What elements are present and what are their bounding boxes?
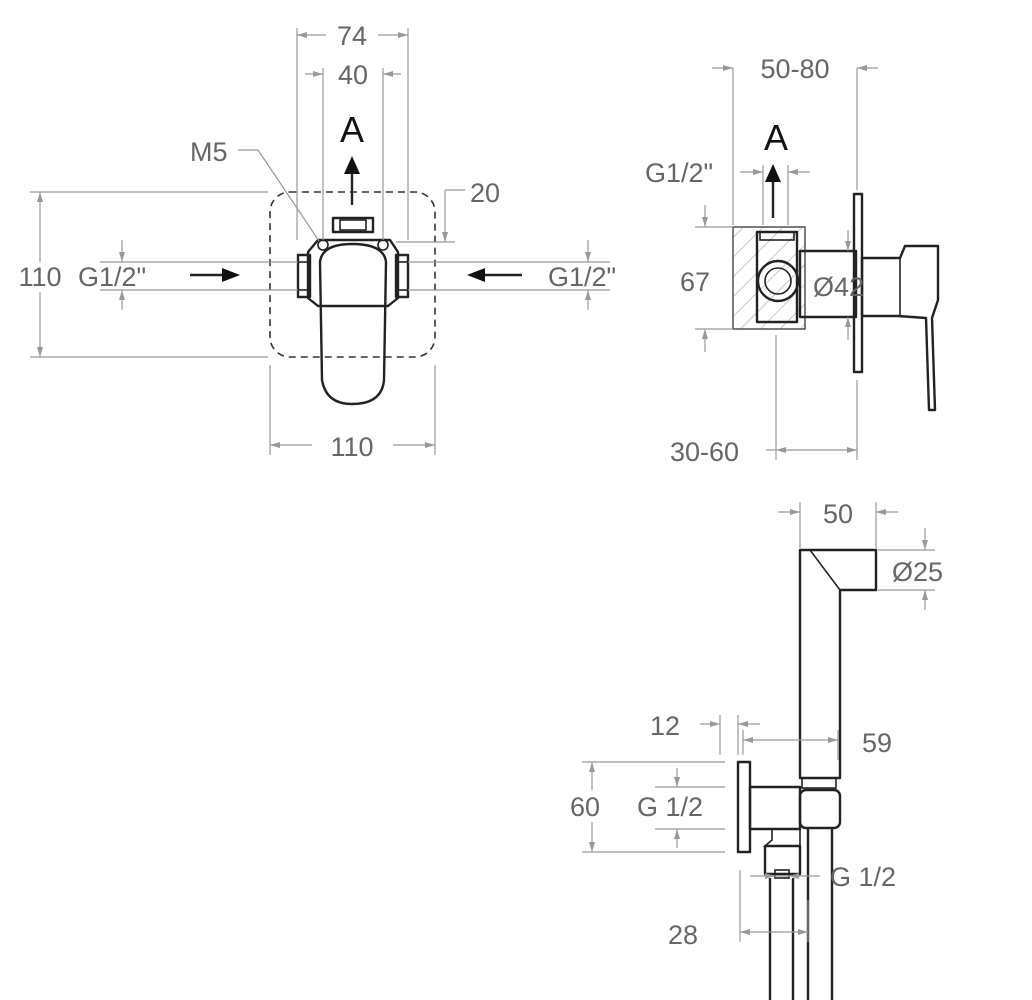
shower-diameter-label: Ø25 [892,557,943,587]
side-dim-30-60: 30-60 [670,437,739,467]
front-dim-20: 20 [470,178,500,208]
front-dim-74: 74 [337,21,367,51]
valve-body [296,216,410,406]
front-inlet-right-label: G1/2" [548,262,616,292]
screw-right [377,239,389,251]
wall-section [732,226,806,330]
side-outlet-label: G1/2" [645,158,713,188]
front-dim-width-110: 110 [330,432,373,462]
shower-thread-side-label: G 1/2 [637,792,703,822]
holder-clamp [798,788,842,830]
shower-dim-28: 28 [668,920,698,950]
front-dim-40: 40 [338,60,368,90]
front-dim-height-110: 110 [18,262,61,292]
side-diameter-label: Ø42 [813,272,864,302]
shower-dim-12: 12 [650,711,680,741]
shower-dim-59: 59 [862,728,892,758]
lever-handle [318,242,388,406]
lever-handle-side [860,244,940,412]
front-view: A 74 40 M5 20 110 [18,21,616,462]
front-inlet-left-label: G1/2" [78,262,146,292]
side-dim-67: 67 [680,267,710,297]
shower-dim-60: 60 [570,792,600,822]
side-dim-50-80: 50-80 [760,54,829,84]
screw-left [317,239,329,251]
shower-dim-50: 50 [823,499,853,529]
wall-box-outline [269,191,436,358]
shower-thread-bottom-label: G 1/2 [830,862,896,892]
shower-view: 50 Ø25 12 59 60 [570,499,943,1000]
wall-flange [736,760,752,854]
front-screw-label: M5 [190,137,228,167]
side-view: A 50-80 G1/2" 67 Ø42 [645,54,940,467]
side-arrow-label: A [764,117,788,158]
valve-cylinder [798,249,858,319]
valve-port [756,259,800,303]
outlet-body [748,785,802,831]
front-arrow-label: A [340,109,364,150]
